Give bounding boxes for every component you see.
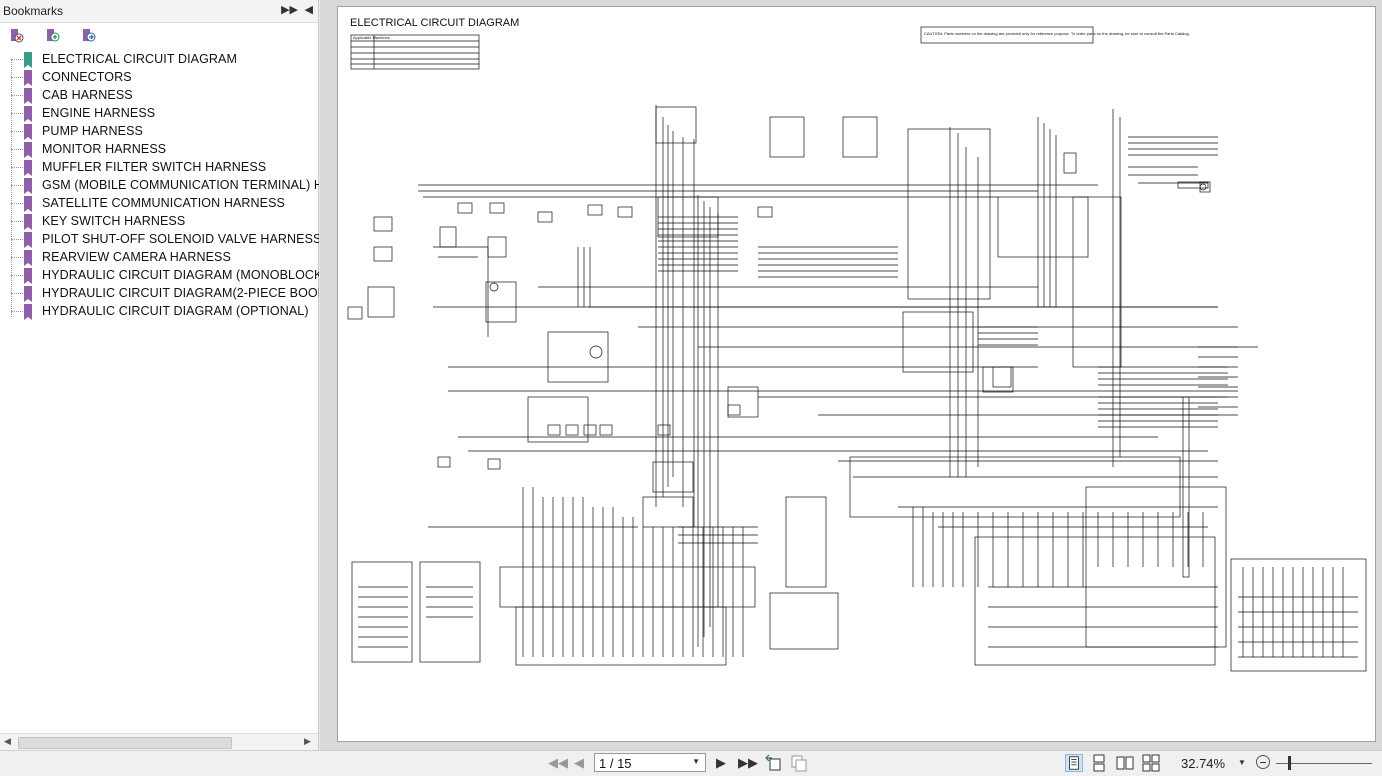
bookmark-item[interactable]: HYDRAULIC CIRCUIT DIAGRAM (OPTIONAL) bbox=[0, 302, 318, 320]
bookmark-icon bbox=[24, 286, 32, 302]
bookmark-icon bbox=[24, 304, 32, 320]
zoom-level[interactable]: 32.74% bbox=[1181, 756, 1226, 771]
page-number-field[interactable]: 1 / 15 ▼ bbox=[594, 753, 706, 772]
bookmark-icon bbox=[24, 124, 32, 140]
bookmark-item[interactable]: ELECTRICAL CIRCUIT DIAGRAM bbox=[0, 50, 318, 68]
last-page-icon[interactable]: ▶▶ bbox=[738, 755, 758, 770]
tree-guide bbox=[11, 59, 12, 317]
table-header: Applicable Machines bbox=[353, 35, 390, 40]
chevron-down-icon[interactable]: ▼ bbox=[692, 757, 700, 766]
bookmark-item[interactable]: PUMP HARNESS bbox=[0, 122, 318, 140]
bookmark-icon bbox=[24, 214, 32, 230]
bookmark-icon bbox=[24, 232, 32, 248]
zoom-slider-thumb[interactable] bbox=[1288, 756, 1291, 770]
pdf-page: ELECTRICAL CIRCUIT DIAGRAM bbox=[337, 6, 1376, 742]
continuous-facing-icon[interactable] bbox=[1142, 754, 1160, 772]
bookmark-icon bbox=[24, 70, 32, 86]
facing-icon[interactable] bbox=[1116, 754, 1134, 772]
bookmark-item[interactable]: REARVIEW CAMERA HARNESS bbox=[0, 248, 318, 266]
document-viewer[interactable]: ELECTRICAL CIRCUIT DIAGRAM bbox=[320, 0, 1382, 750]
bookmark-label: ENGINE HARNESS bbox=[42, 106, 156, 120]
circuit-diagram: Applicable Machines CAUTION: Parts numbe… bbox=[347, 26, 1367, 672]
bookmarks-toolbar bbox=[0, 23, 318, 49]
bookmark-label: HYDRAULIC CIRCUIT DIAGRAM (MONOBLOCK BOO bbox=[42, 268, 355, 282]
expand-icon[interactable]: ▶▶ bbox=[281, 4, 298, 16]
zoom-slider[interactable] bbox=[1276, 763, 1372, 764]
next-view-icon[interactable] bbox=[790, 754, 808, 772]
bookmark-item[interactable]: SATELLITE COMMUNICATION HARNESS bbox=[0, 194, 318, 212]
prev-page-icon[interactable]: ◀ bbox=[574, 755, 584, 770]
bookmark-label: PUMP HARNESS bbox=[42, 124, 143, 138]
caution-text: CAUTION: Parts numbers on the drawing ar… bbox=[924, 31, 1190, 36]
page-title: ELECTRICAL CIRCUIT DIAGRAM bbox=[350, 17, 520, 29]
continuous-icon[interactable] bbox=[1090, 754, 1108, 772]
bookmarks-header: Bookmarks ▶▶ ◀ bbox=[0, 0, 318, 23]
chevron-down-icon[interactable]: ▼ bbox=[1238, 758, 1246, 767]
bookmark-tree: ELECTRICAL CIRCUIT DIAGRAM CONNECTORS CA… bbox=[0, 50, 354, 320]
bookmark-label: REARVIEW CAMERA HARNESS bbox=[42, 250, 231, 264]
bookmark-item[interactable]: GSM (MOBILE COMMUNICATION TERMINAL) HARN bbox=[0, 176, 350, 194]
bookmark-label: KEY SWITCH HARNESS bbox=[42, 214, 186, 228]
bookmark-label: HYDRAULIC CIRCUIT DIAGRAM (OPTIONAL) bbox=[42, 304, 309, 318]
bookmark-icon bbox=[24, 268, 32, 284]
bookmark-icon bbox=[24, 52, 32, 68]
bookmark-item[interactable]: MONITOR HARNESS bbox=[0, 140, 318, 158]
bookmark-label: MUFFLER FILTER SWITCH HARNESS bbox=[42, 160, 267, 174]
bookmark-item[interactable]: MUFFLER FILTER SWITCH HARNESS bbox=[0, 158, 318, 176]
bookmark-item[interactable]: CAB HARNESS bbox=[0, 86, 318, 104]
bookmark-item[interactable]: PILOT SHUT-OFF SOLENOID VALVE HARNESS bbox=[0, 230, 322, 248]
page-number-value: 1 / 15 bbox=[599, 756, 632, 771]
find-bookmark-icon[interactable] bbox=[80, 27, 98, 45]
horizontal-scrollbar[interactable]: ◀ ▶ bbox=[0, 733, 318, 750]
scroll-right-icon[interactable]: ▶ bbox=[304, 736, 311, 746]
bookmark-label: MONITOR HARNESS bbox=[42, 142, 167, 156]
bookmark-label: HYDRAULIC CIRCUIT DIAGRAM(2-PIECE BOOM)(… bbox=[42, 286, 346, 300]
bookmarks-title: Bookmarks bbox=[3, 4, 64, 18]
bookmark-icon bbox=[24, 160, 32, 176]
bookmark-label: CAB HARNESS bbox=[42, 88, 133, 102]
bookmark-icon bbox=[24, 106, 32, 122]
bookmark-item[interactable]: KEY SWITCH HARNESS bbox=[0, 212, 318, 230]
bookmark-icon bbox=[24, 196, 32, 212]
bookmark-label: CONNECTORS bbox=[42, 70, 132, 84]
bookmark-label: SATELLITE COMMUNICATION HARNESS bbox=[42, 196, 285, 210]
bookmark-icon bbox=[24, 142, 32, 158]
first-page-icon[interactable]: ◀◀ bbox=[548, 755, 568, 770]
scrollbar-thumb[interactable] bbox=[18, 737, 232, 749]
collapse-icon[interactable]: ◀ bbox=[304, 4, 313, 16]
bookmark-icon bbox=[24, 250, 32, 266]
bookmark-item[interactable]: HYDRAULIC CIRCUIT DIAGRAM(2-PIECE BOOM)(… bbox=[0, 284, 345, 302]
bookmark-icon bbox=[24, 88, 32, 104]
bookmark-label: GSM (MOBILE COMMUNICATION TERMINAL) HARN bbox=[42, 178, 350, 192]
prev-view-icon[interactable] bbox=[764, 754, 782, 772]
zoom-out-icon[interactable] bbox=[1256, 755, 1270, 769]
bottom-toolbar: ◀◀ ◀ 1 / 15 ▼ ▶ ▶▶ 32.74% ▼ bbox=[0, 750, 1382, 776]
bookmarks-panel: Bookmarks ▶▶ ◀ ELECTRICAL CIRCUIT DIAGRA… bbox=[0, 0, 354, 750]
bookmark-icon bbox=[24, 178, 32, 194]
next-page-icon[interactable]: ▶ bbox=[716, 755, 726, 770]
bookmark-label: PILOT SHUT-OFF SOLENOID VALVE HARNESS bbox=[42, 232, 322, 246]
bookmark-item[interactable]: CONNECTORS bbox=[0, 68, 318, 86]
bookmark-item[interactable]: HYDRAULIC CIRCUIT DIAGRAM (MONOBLOCK BOO bbox=[0, 266, 354, 284]
scroll-left-icon[interactable]: ◀ bbox=[4, 736, 11, 746]
bookmark-label: ELECTRICAL CIRCUIT DIAGRAM bbox=[42, 52, 237, 66]
add-bookmark-icon[interactable] bbox=[44, 27, 62, 45]
single-page-icon[interactable] bbox=[1065, 754, 1083, 772]
bookmark-item[interactable]: ENGINE HARNESS bbox=[0, 104, 318, 122]
delete-bookmark-icon[interactable] bbox=[8, 27, 26, 45]
